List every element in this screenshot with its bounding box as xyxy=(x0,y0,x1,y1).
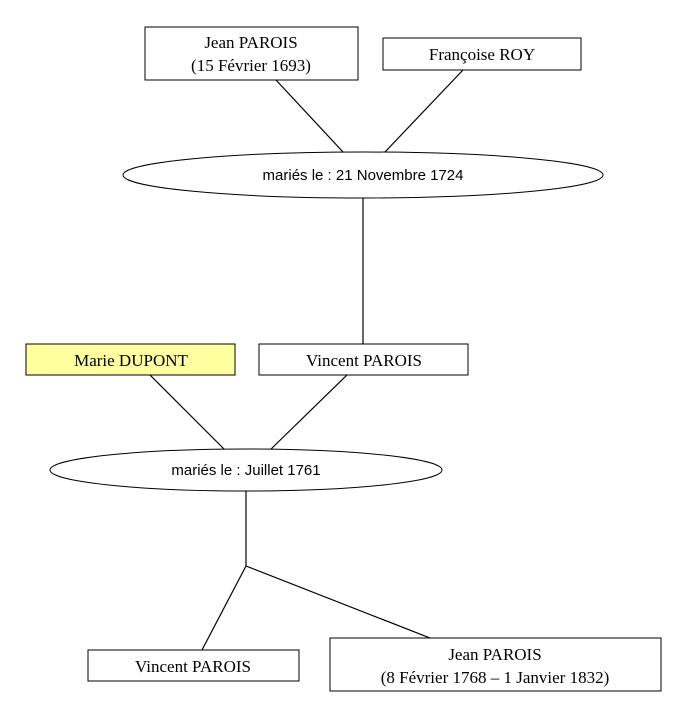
person-name: Jean PAROIS xyxy=(204,33,297,52)
person-name: Vincent PAROIS xyxy=(306,351,422,370)
person-name: Françoise ROY xyxy=(429,45,535,64)
marriage-node-1761[interactable]: mariés le : Juillet 1761 xyxy=(49,448,443,492)
marriage-label: mariés le : 21 Novembre 1724 xyxy=(263,167,464,184)
person-node-jean-parois-1693[interactable]: Jean PAROIS (15 Février 1693) xyxy=(144,26,359,81)
marriage-label: mariés le : Juillet 1761 xyxy=(171,462,320,479)
edge-vincent-to-marriage-1761 xyxy=(269,374,348,451)
person-detail: (15 Février 1693) xyxy=(191,56,311,75)
edge-jean-1693-to-marriage-1724 xyxy=(275,79,344,153)
person-node-francoise-roy[interactable]: Françoise ROY xyxy=(382,37,582,71)
edge-francoise-to-marriage-1724 xyxy=(384,69,464,153)
person-node-marie-dupont[interactable]: Marie DUPONT xyxy=(25,343,236,376)
person-name: Marie DUPONT xyxy=(74,351,188,370)
marriage-node-1724[interactable]: mariés le : 21 Novembre 1724 xyxy=(122,151,604,199)
person-detail: (8 Février 1768 – 1 Janvier 1832) xyxy=(381,668,610,687)
person-node-vincent-parois-father[interactable]: Vincent PAROIS xyxy=(258,343,469,376)
edge-marie-to-marriage-1761 xyxy=(149,374,226,451)
person-name: Vincent PAROIS xyxy=(135,657,251,676)
person-name: Jean PAROIS xyxy=(448,645,541,664)
person-node-jean-parois-1768[interactable]: Jean PAROIS (8 Février 1768 – 1 Janvier … xyxy=(329,637,662,692)
edge-to-jean-1768 xyxy=(245,565,431,639)
edge-to-vincent-child xyxy=(201,565,247,651)
person-node-vincent-parois-child[interactable]: Vincent PAROIS xyxy=(87,649,300,682)
